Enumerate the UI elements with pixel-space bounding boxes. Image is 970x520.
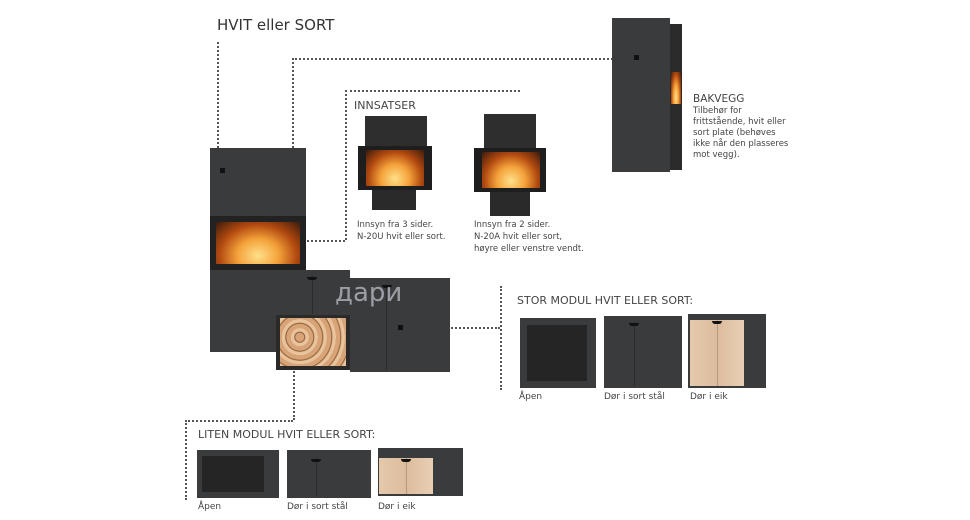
firewood-icon	[280, 318, 346, 366]
stor-option-label: Dør i sort stål	[604, 392, 665, 402]
insert-caption: Innsyn fra 3 sider. N-20U hvit eller sor…	[357, 219, 446, 243]
connector-liten-v	[185, 420, 187, 500]
connector-liten-h	[185, 420, 293, 422]
door-handle	[311, 459, 321, 462]
door-split	[406, 458, 407, 494]
connector-innsatser	[300, 240, 345, 242]
door-handle	[712, 321, 722, 324]
door-split	[316, 458, 317, 496]
module-knob	[398, 325, 403, 330]
door-handle	[382, 285, 392, 288]
caption-line: høyre eller venstre vendt.	[474, 244, 584, 254]
caption-line: mot vegg).	[693, 150, 740, 160]
caption-line: Tilbehør for	[693, 106, 742, 116]
connector-liten	[293, 364, 295, 420]
door-split	[634, 322, 635, 386]
fire-icon	[482, 152, 540, 188]
door-split	[386, 284, 387, 370]
caption-line: Innsyn fra 2 sider.	[474, 220, 551, 230]
connector-stor	[400, 327, 500, 329]
door-handle	[629, 323, 639, 326]
stor-option-label: Dør i eik	[690, 392, 728, 402]
bakvegg-knob	[634, 55, 639, 60]
module-opening	[202, 456, 264, 492]
base-left-module	[210, 270, 276, 352]
liten-option-label: Dør i eik	[378, 502, 416, 512]
caption-line: Innsyn fra 3 sider.	[357, 220, 434, 230]
caption-line: frittstående, hvit eller	[693, 117, 786, 127]
fire-icon	[366, 150, 424, 186]
connector-bakvegg	[292, 58, 637, 60]
caption-line: sort plate (behøves	[693, 128, 776, 138]
door-split	[717, 320, 718, 386]
insert-body	[365, 116, 427, 146]
module-opening	[527, 325, 587, 381]
bakvegg-heading: BAKVEGG	[693, 93, 745, 105]
stor-modul-heading: STOR MODUL HVIT ELLER SORT:	[517, 294, 694, 307]
connector-innsatser-v	[345, 90, 347, 240]
stor-option-label: Åpen	[519, 392, 543, 402]
diagram-title: HVIT eller SORT	[217, 16, 335, 34]
bakvegg-panel	[612, 18, 670, 172]
door-split	[312, 276, 313, 314]
watermark: дари	[335, 278, 403, 308]
connector-innsatser-top	[345, 90, 520, 92]
connector-bakvegg-v	[292, 58, 294, 148]
connector-title	[217, 42, 219, 148]
bakvegg-caption: BAKVEGG Tilbehør for frittstående, hvit …	[693, 93, 788, 161]
connector-stor-v	[500, 286, 502, 390]
insert-caption: Innsyn fra 2 sider. N-20A hvit eller sor…	[474, 219, 584, 255]
insert-legs	[490, 192, 530, 216]
liten-option-label: Åpen	[198, 502, 222, 512]
caption-line: N-20A hvit eller sort,	[474, 232, 563, 242]
caption-line: ikke når den plasseres	[693, 139, 789, 149]
liten-modul-heading: LITEN MODUL HVIT ELLER SORT:	[198, 428, 376, 441]
liten-option-label: Dør i sort stål	[287, 502, 348, 512]
module-shell	[604, 316, 682, 388]
insert-legs	[372, 190, 416, 210]
door-handle	[401, 459, 411, 462]
caption-line: N-20U hvit eller sort.	[357, 232, 446, 242]
fire-icon	[216, 222, 300, 264]
fire-icon	[671, 72, 681, 104]
innsatser-heading: INNSATSER	[354, 99, 416, 112]
door-handle	[307, 277, 317, 280]
insert-body	[484, 114, 536, 148]
tower-top-module	[210, 148, 306, 216]
module-shell	[287, 450, 371, 498]
tower-knob	[220, 168, 225, 173]
